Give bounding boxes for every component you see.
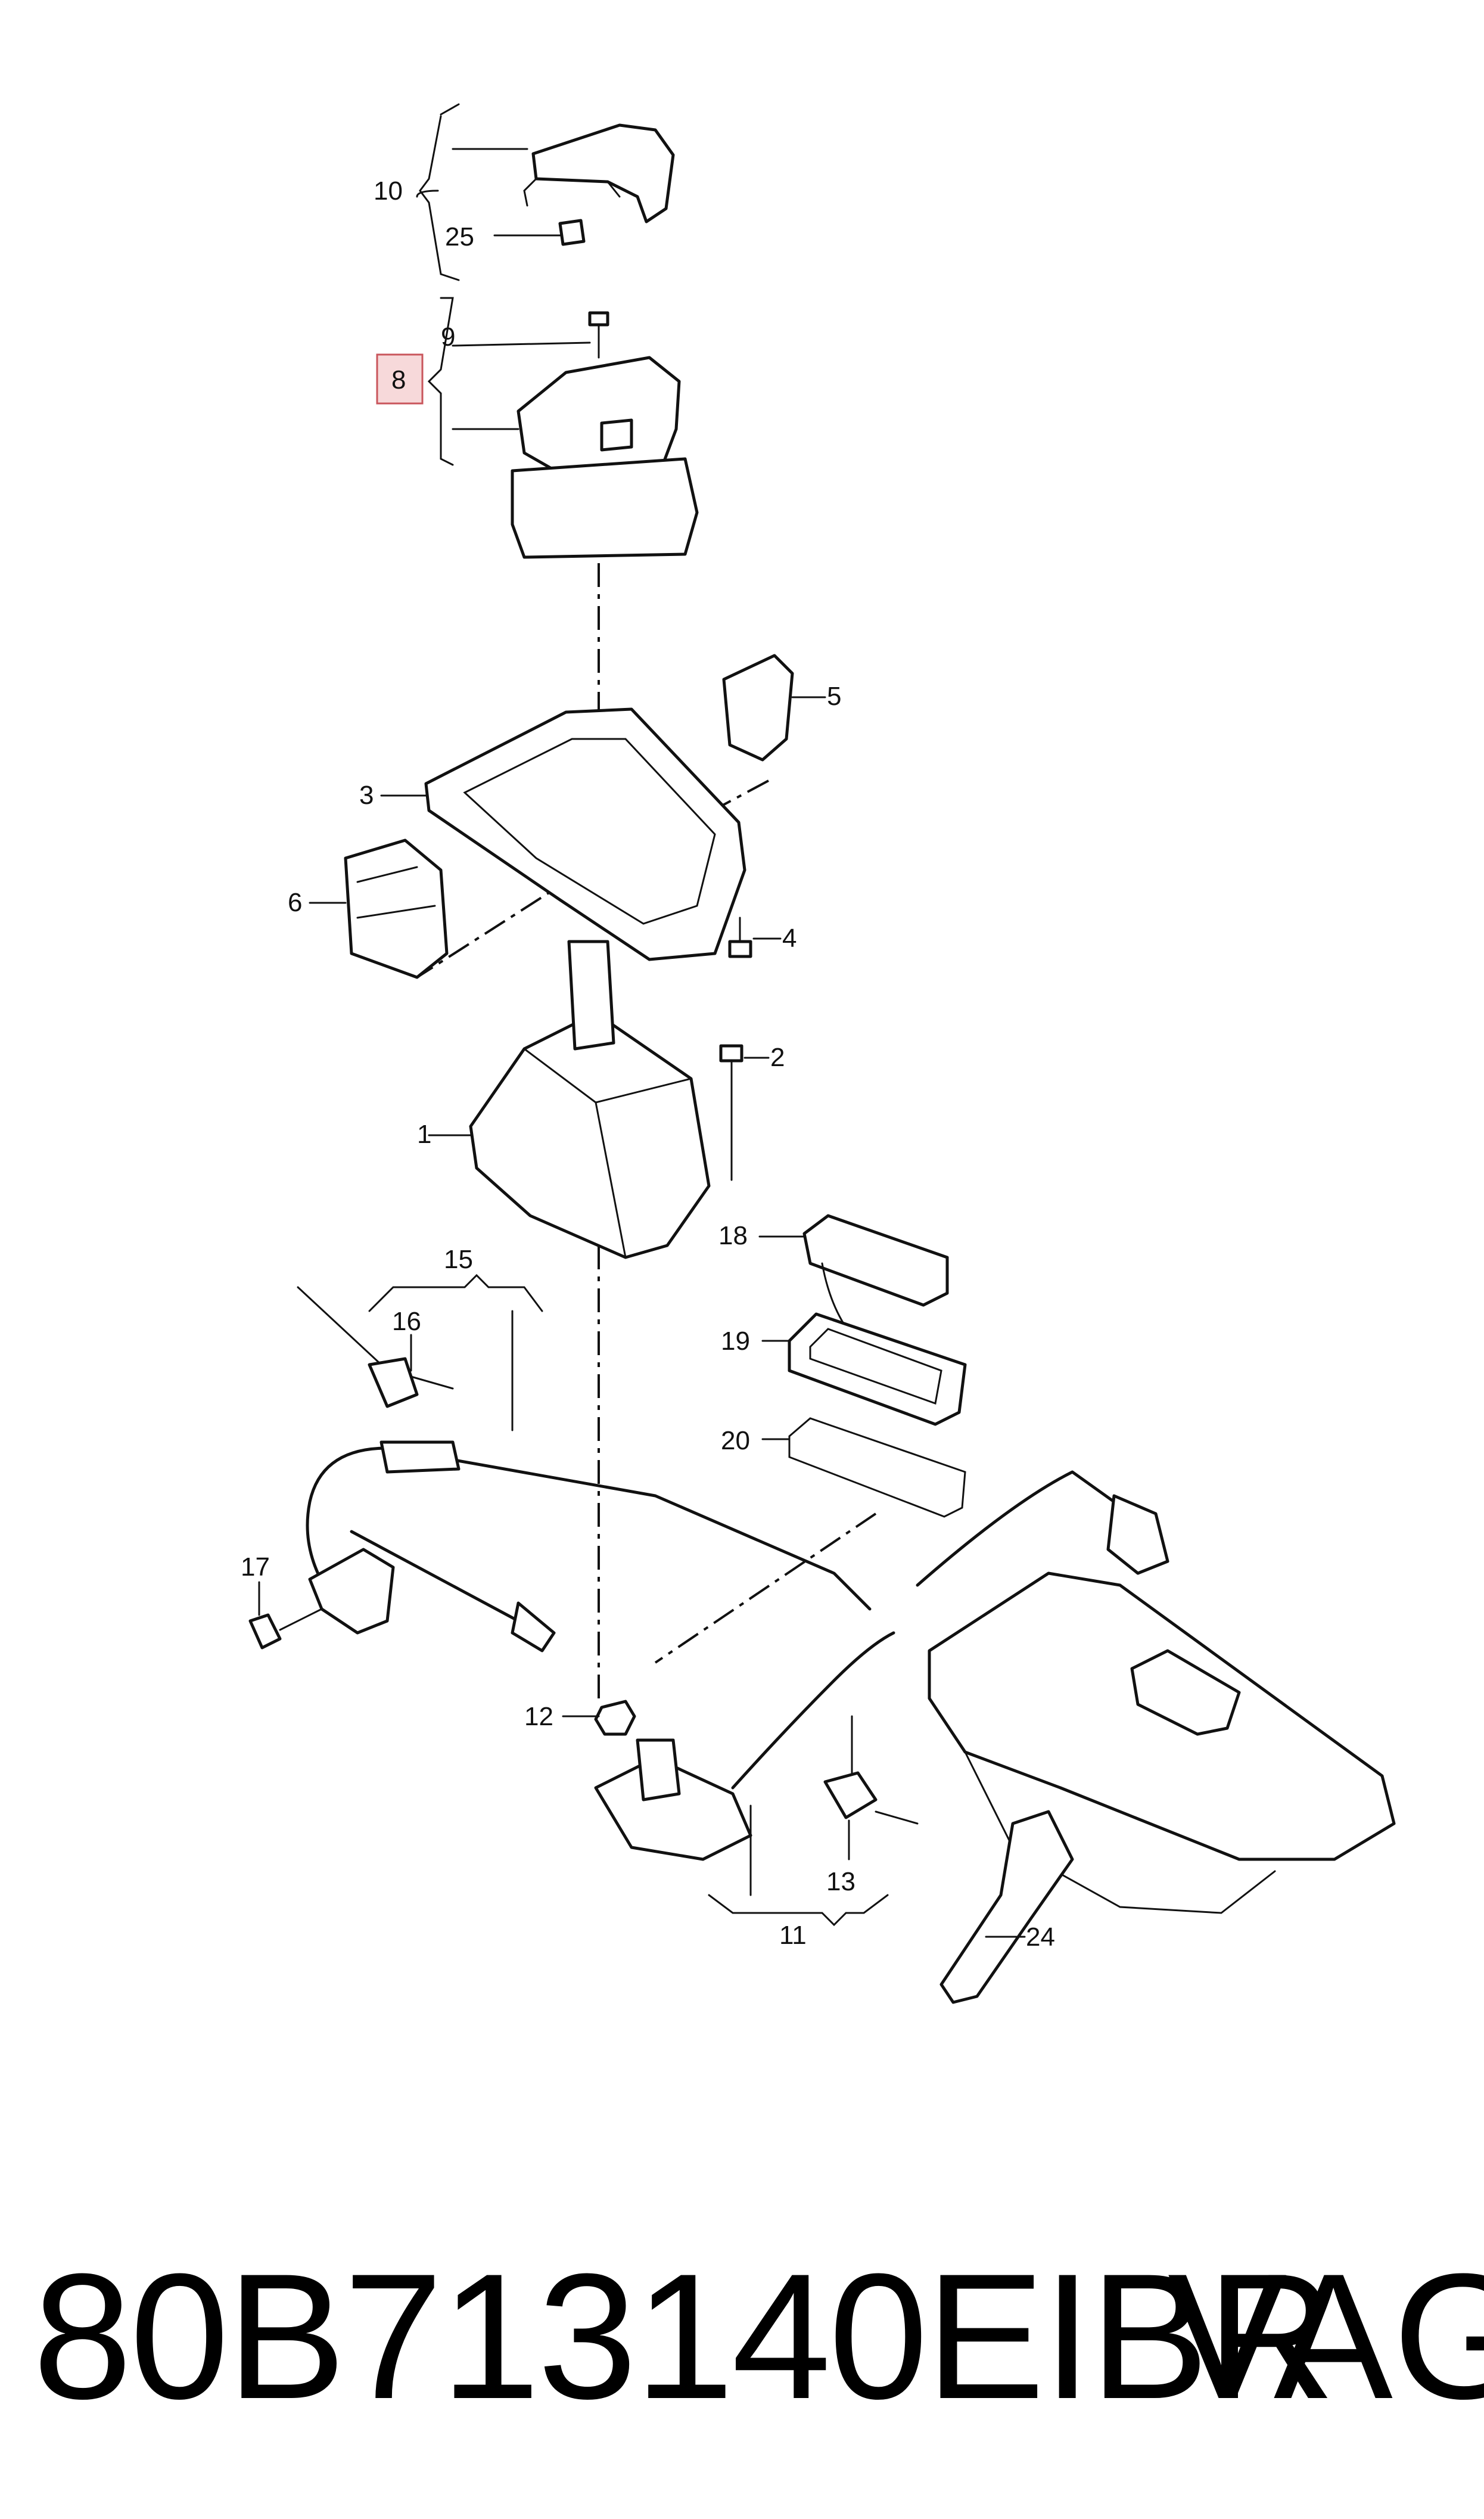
bracket-10-curve: [419, 115, 442, 275]
callout-10: 10: [374, 176, 403, 206]
part-number: 80B713140EIBR: [33, 2236, 1336, 2436]
leader-9: [452, 341, 591, 347]
part-1-shifter-mechanism: [469, 940, 711, 1259]
part-20-seal: [788, 1417, 966, 1518]
bracket-15: [368, 1274, 543, 1312]
callout-20: 20: [721, 1426, 750, 1455]
callout-11: 11: [779, 1921, 807, 1950]
callout-3: 3: [359, 781, 374, 810]
callout-16: 16: [392, 1307, 421, 1336]
callout-13: 13: [826, 1867, 855, 1896]
part-2-screw: [719, 1044, 743, 1181]
callout-24: 24: [1026, 1922, 1055, 1952]
bracket-11: [708, 1894, 889, 1927]
part-25-clip: [558, 219, 586, 246]
callout-6: 6: [288, 888, 302, 917]
callout-9: 9: [441, 322, 455, 352]
callout-1: 1: [417, 1120, 431, 1149]
callout-25: 25: [445, 222, 474, 251]
part-16-tie: [297, 1286, 454, 1408]
callout-15: 15: [444, 1245, 473, 1274]
part-10-cover: [523, 123, 675, 223]
part-12-nut: [594, 1700, 636, 1736]
part-13-clip: [823, 1715, 919, 1825]
part-24-bracket: [939, 1810, 1074, 2004]
callout-12: 12: [524, 1702, 553, 1731]
part-15-cable: [306, 1440, 872, 1653]
callout-18: 18: [718, 1221, 748, 1250]
base-housing: [916, 1470, 1396, 1914]
part-5-switch: [722, 654, 794, 762]
part-19-frame: [788, 1312, 967, 1426]
bracket-8: [427, 297, 454, 466]
part-8-selector-head: [511, 356, 699, 559]
callout-5: 5: [827, 682, 841, 711]
callout-2: 2: [770, 1043, 785, 1072]
part-6-switch-module: [344, 838, 449, 979]
footer: 80B713140EIBR VAG: [0, 2241, 1484, 2431]
part-17-bracket: [248, 1548, 395, 1650]
part-11-mount: [594, 1631, 895, 1861]
brand-name: VAG: [1168, 2236, 1484, 2436]
callout-8: 8: [391, 365, 406, 395]
callout-17: 17: [241, 1552, 270, 1582]
callout-4: 4: [782, 924, 797, 953]
assembly-axis-20: [654, 1512, 877, 1664]
exploded-parts-diagram: 10 25 9 8 5 3 6 4 2 1 18 15 16 19 20 17 …: [241, 103, 1396, 2004]
highlight-box-part-8: [376, 353, 424, 405]
callout-19: 19: [721, 1327, 750, 1356]
part-4-screw: [728, 917, 752, 958]
part-9-screw: [588, 311, 609, 359]
part-3-trim-panel: [424, 707, 746, 961]
